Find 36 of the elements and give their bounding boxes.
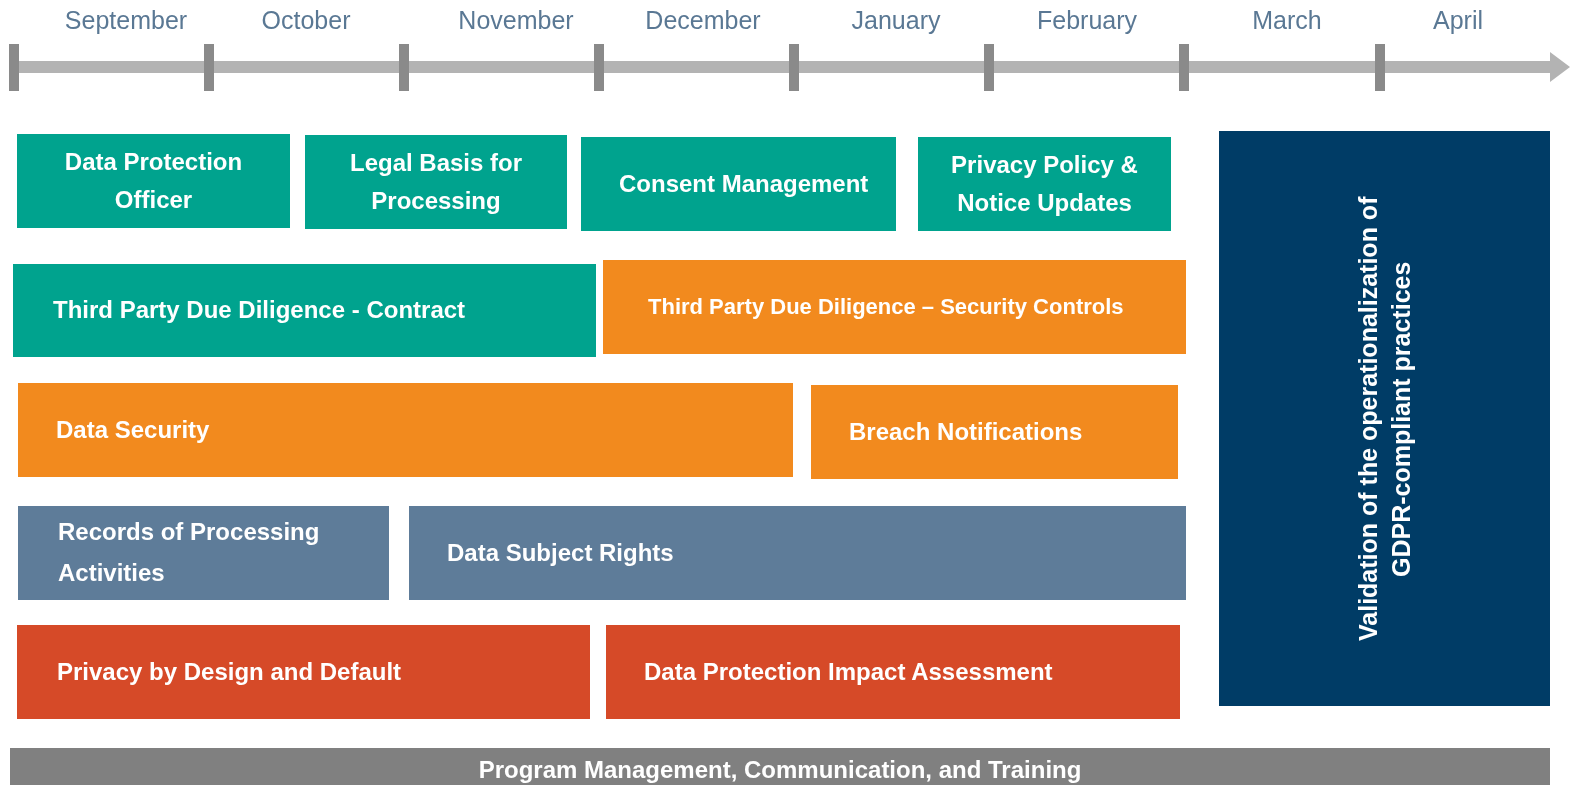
phase-panel <box>1219 131 1550 706</box>
task-bar <box>305 135 567 229</box>
task-label: Data Subject Rights <box>447 537 674 568</box>
month-label: March <box>1252 6 1322 35</box>
task-label: Data Protection Impact Assessment <box>644 656 1053 687</box>
month-label: September <box>64 6 188 35</box>
task-label: Records of Processing Activities <box>58 517 321 588</box>
task-label: Third Party Due Diligence – Security Controls <box>648 292 1124 321</box>
task-label: Privacy by Design and Default <box>57 656 402 687</box>
month-label: April <box>1433 6 1483 35</box>
task-label: Data Protection Officer <box>63 146 244 215</box>
task-bar <box>606 625 1180 719</box>
task-label: Program Management, Communication, and Training <box>478 754 1082 785</box>
task-bar <box>18 506 389 600</box>
task-bar <box>17 134 290 228</box>
task-label: Data Security <box>56 414 210 445</box>
task-bar <box>13 264 596 357</box>
task-label: Consent Management <box>619 168 869 199</box>
program-bar <box>10 748 1550 785</box>
task-bar <box>18 383 793 477</box>
phase-label: Validation of the operationalization of GDPR-compliant practices <box>1353 195 1416 643</box>
task-bar <box>603 260 1186 354</box>
month-label: February <box>1037 6 1137 35</box>
month-label: January <box>851 6 941 35</box>
task-bar <box>409 506 1186 600</box>
task-bar <box>581 137 896 231</box>
task-bar <box>918 137 1171 231</box>
task-label: Legal Basis for Processing <box>348 147 524 216</box>
task-label: Privacy Policy & Notice Updates <box>950 149 1139 218</box>
task-label: Breach Notifications <box>849 416 1083 447</box>
task-bar <box>17 625 590 719</box>
month-label: December <box>645 6 761 35</box>
month-label: November <box>458 6 574 35</box>
task-bar <box>811 385 1178 479</box>
month-label: October <box>261 6 351 35</box>
task-label: Third Party Due Diligence - Contract <box>53 295 466 326</box>
